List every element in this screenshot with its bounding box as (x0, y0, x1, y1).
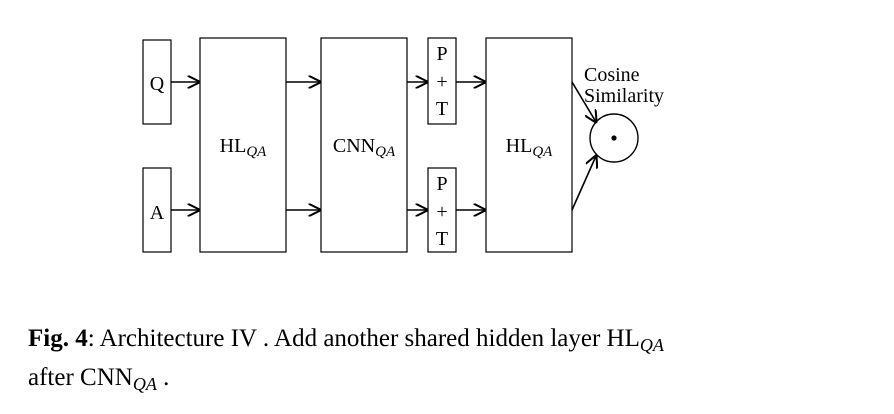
hl-qa-right-label: HLQA (506, 135, 554, 160)
cosine-label-line2: Similarity (584, 85, 664, 107)
caption-text-1: Architecture IV . Add another shared hid… (94, 325, 640, 352)
cosine-label-line1: Cosine (584, 64, 640, 86)
cnn-qa-label: CNNQA (333, 135, 396, 160)
caption-subscript-1: QA (639, 335, 664, 355)
input-a-box: A (142, 167, 172, 253)
caption-subscript-2: QA (132, 374, 157, 394)
caption-line-1: Fig. 4: Architecture IV . Add another sh… (28, 320, 868, 359)
cosine-similarity-node (589, 113, 639, 163)
pt-top-t: T (436, 98, 448, 120)
pt-top-p: P (436, 43, 447, 65)
pt-bottom-plus: + (436, 201, 447, 223)
pt-top-box: P + T (427, 37, 457, 125)
arrow-hl-bottom-to-cosine (571, 156, 596, 211)
pt-bottom-t: T (436, 228, 448, 250)
pt-bottom-p: P (436, 173, 447, 195)
figure-label: Fig. 4 (28, 325, 88, 352)
input-a-label: A (150, 202, 165, 224)
caption-colon: : (87, 325, 95, 352)
caption-text-2: after CNN (28, 364, 133, 391)
figure-caption: Fig. 4: Architecture IV . Add another sh… (28, 320, 868, 398)
cosine-dot (611, 135, 617, 141)
caption-line-2: after CNNQA . (28, 359, 868, 398)
hl-qa-right-box: HLQA (485, 37, 573, 253)
arrow-hl-top-to-cosine (571, 81, 596, 122)
hl-qa-left-label: HLQA (220, 135, 268, 160)
hl-qa-left-box: HLQA (199, 37, 287, 253)
architecture-diagram: Q A HLQA CNNQA P + T P + T HLQA (142, 37, 664, 253)
pt-top-plus: + (436, 71, 447, 93)
cnn-qa-box: CNNQA (320, 37, 408, 253)
pt-bottom-box: P + T (427, 167, 457, 253)
input-q-box: Q (142, 39, 172, 125)
caption-text-3: . (156, 364, 170, 391)
input-q-label: Q (150, 73, 165, 95)
